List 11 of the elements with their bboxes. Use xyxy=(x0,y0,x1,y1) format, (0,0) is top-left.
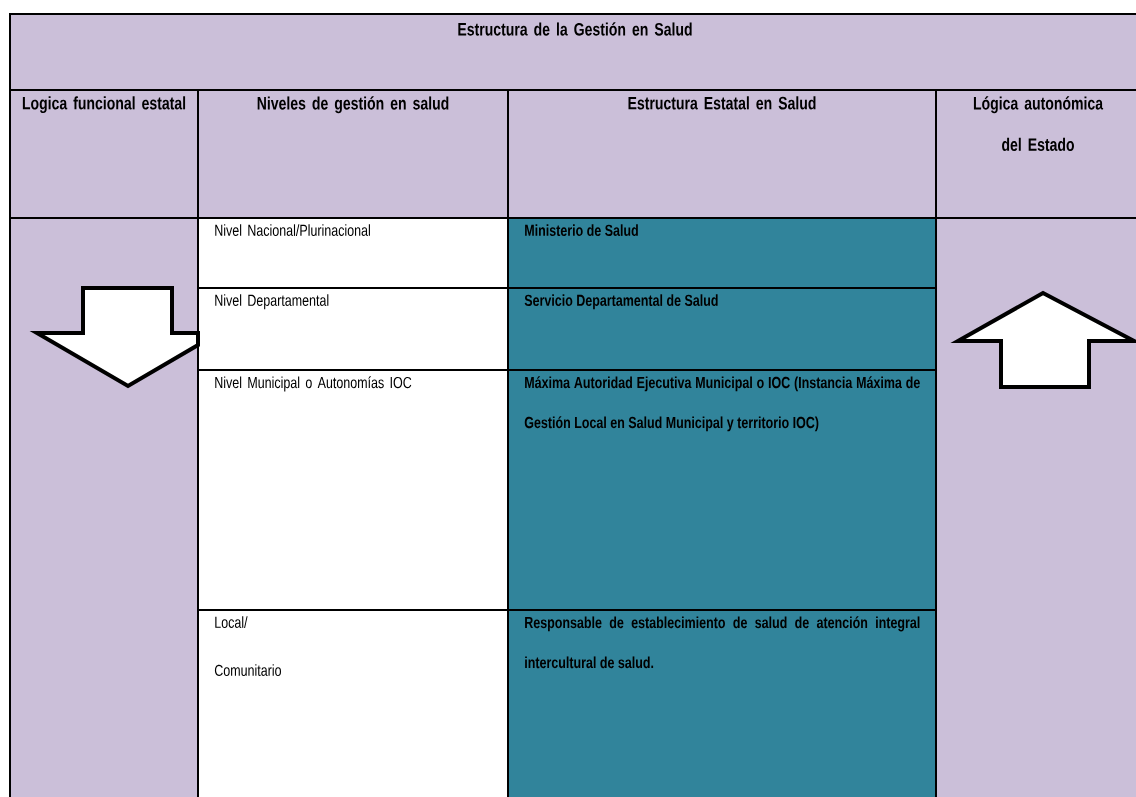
cell-text: Comunitario xyxy=(214,664,281,676)
cell-text: Nivel Departamental xyxy=(215,294,329,310)
table-header-cell: Lógica autonómica del Estado xyxy=(935,89,1136,219)
cell-text: Local/ xyxy=(215,616,248,628)
cell-text: Nivel Municipal o Autonomías IOC xyxy=(215,376,412,392)
table-cell: Responsable de establecimiento de salud de atención integral intercultural de salud. xyxy=(507,609,937,797)
table-header-cell: Niveles de gestión en salud xyxy=(197,89,509,219)
cell-text: Nivel Nacional/Plurinacional xyxy=(215,224,370,236)
table-cell: Ministerio de Salud xyxy=(507,217,937,289)
table-cell: Servicio Departamental de Salud xyxy=(507,287,937,371)
table-header-cell: Logica funcional estatal xyxy=(9,89,199,219)
